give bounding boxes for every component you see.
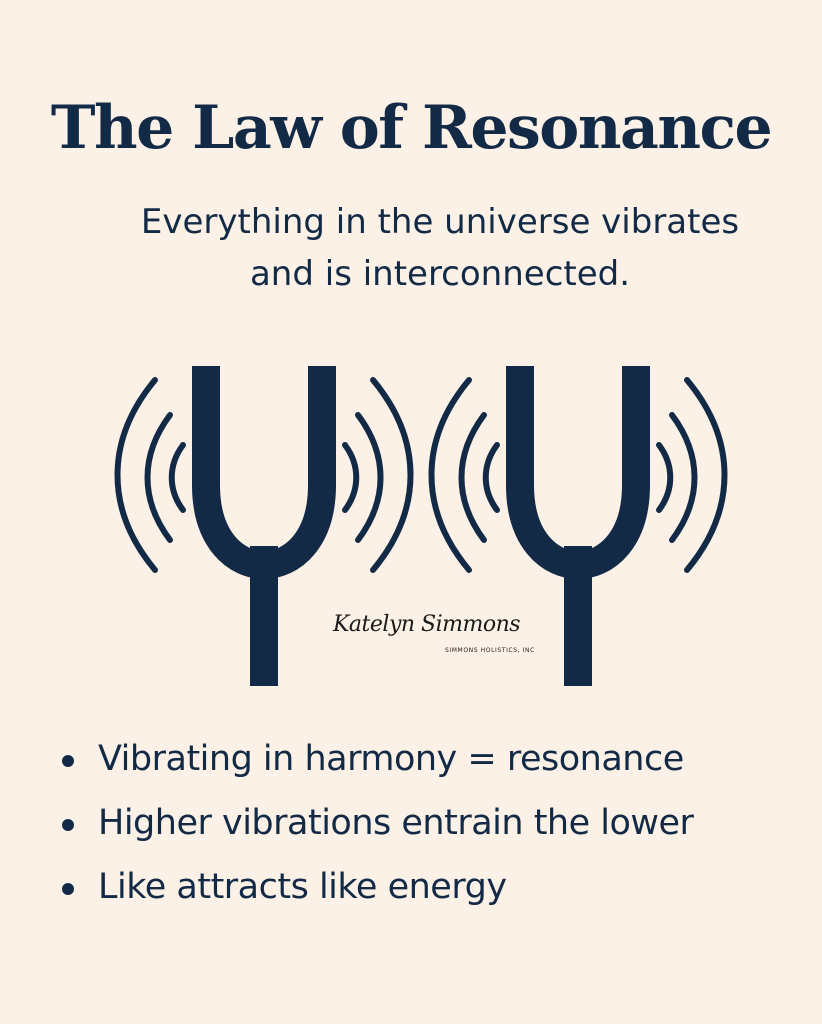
tuning-fork-icon (506, 366, 650, 686)
subtitle: Everything in the universe vibrates and … (60, 196, 820, 300)
signature-company: SIMMONS HOLISTICS, INC (445, 647, 535, 654)
subtitle-line-1: Everything in the universe vibrates (140, 202, 740, 242)
list-item: Higher vibrations entrain the lower (60, 794, 820, 858)
list-item: Vibrating in harmony = resonance (60, 730, 820, 794)
tuning-fork-icon (192, 366, 336, 686)
page-title: The Law of Resonance (50, 93, 773, 163)
vibration-waves-icon (428, 377, 728, 573)
list-item-text: Like attracts like energy (98, 867, 507, 907)
signature-name: Katelyn Simmons (333, 612, 521, 637)
bullet-dot-icon (62, 819, 74, 831)
bullet-list: Vibrating in harmony = resonance Higher … (60, 730, 820, 922)
list-item: Like attracts like energy (60, 858, 820, 922)
bullet-dot-icon (62, 883, 74, 895)
list-item-text: Vibrating in harmony = resonance (98, 739, 684, 779)
bullet-dot-icon (62, 755, 74, 767)
list-item-text: Higher vibrations entrain the lower (98, 803, 694, 843)
signature-watermark: Katelyn Simmons SIMMONS HOLISTICS, INC (333, 612, 534, 672)
vibration-waves-icon (114, 377, 414, 573)
subtitle-line-2: and is interconnected. (249, 254, 631, 294)
tuning-forks-illustration (0, 360, 822, 690)
